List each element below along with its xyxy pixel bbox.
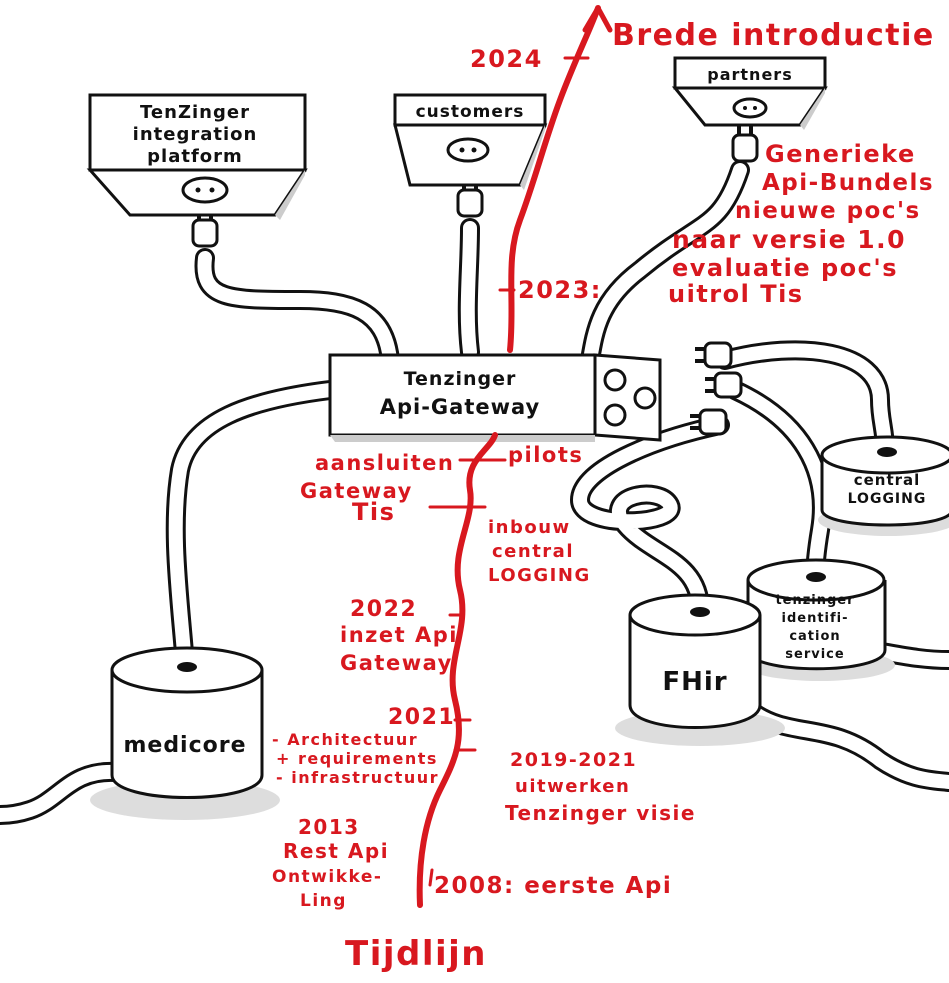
y2021-line-2: - Architectuur <box>272 730 418 749</box>
partners-box: partners <box>671 56 828 130</box>
y2013-line-2: Rest Api <box>283 839 389 863</box>
timeline-pilots: pilots <box>508 443 583 467</box>
medicore-label: medicore <box>123 733 246 758</box>
y2021-line-1: 2021 <box>388 705 455 730</box>
fhir-cylinder: FHir <box>615 593 785 746</box>
timeline-line <box>416 5 613 908</box>
plug-icons <box>191 125 759 436</box>
integration-platform-box: TenZinger integration platform <box>86 93 308 220</box>
fhir-label: FHir <box>662 667 727 697</box>
y2019-line-2: uitwerken <box>515 776 630 797</box>
y2013-line-4: Ling <box>300 891 347 911</box>
socket-icon <box>603 368 627 392</box>
upper-note-6: uitrol Tis <box>668 280 804 308</box>
y2021-line-4: - infrastructuur <box>276 768 439 787</box>
socket-icon <box>181 176 229 204</box>
central-logging-line-1: central <box>854 471 921 489</box>
timeline-title: Tijdlijn <box>345 934 487 974</box>
identification-line-2: identifi- <box>781 611 848 626</box>
socket-icon <box>446 137 490 163</box>
central-logging-line-2: LOGGING <box>848 491 927 507</box>
identification-line-3: cation <box>789 629 840 644</box>
identification-service-cylinder: tenzinger identifi- cation service <box>745 558 895 681</box>
identification-line-1: tenzinger <box>775 593 854 608</box>
timeline-upper-notes: Generieke Api-Bundels nieuwe poc's naar … <box>668 140 934 308</box>
central-logging-cylinder: central LOGGING <box>818 435 949 536</box>
y2021-line-3: + requirements <box>276 749 438 768</box>
y2022-line-1: 2022 <box>350 597 417 622</box>
customers-label: customers <box>416 102 525 122</box>
y2022-line-3: Gateway <box>340 651 453 675</box>
aansluiten-line-1: aansluiten <box>315 451 454 475</box>
timeline-brede-introductie: Brede introductie <box>612 18 935 53</box>
inbouw-line-2: central <box>492 541 574 562</box>
upper-note-4: naar versie 1.0 <box>672 225 906 254</box>
plug-icon <box>731 125 759 163</box>
plug-icon <box>705 371 743 399</box>
y2022-line-2: inzet Api <box>340 623 458 647</box>
inbouw-line-1: inbouw <box>488 517 571 538</box>
partners-label: partners <box>707 65 792 84</box>
upper-note-5: evaluatie poc's <box>672 254 898 282</box>
y2019-line-1: 2019-2021 <box>510 749 637 771</box>
upper-note-2: Api-Bundels <box>762 170 934 196</box>
api-gateway-box: Tenzinger Api-Gateway <box>328 353 662 442</box>
gateway-line-1: Tenzinger <box>404 368 517 390</box>
integration-platform-line-2: integration <box>133 124 258 145</box>
inbouw-line-3: LOGGING <box>488 565 591 586</box>
y2019-line-3: Tenzinger visie <box>505 801 696 825</box>
socket-icon <box>732 97 768 119</box>
plug-icon <box>695 341 733 369</box>
y2013-line-3: Ontwikke- <box>272 867 382 887</box>
arrow-up-icon <box>582 5 613 33</box>
timeline-tis: Tis <box>352 498 395 526</box>
y2013-line-1: 2013 <box>298 815 360 839</box>
upper-note-3: nieuwe poc's <box>735 198 921 224</box>
timeline-2008: 2008: eerste Api <box>434 873 672 899</box>
cables <box>0 160 949 825</box>
plug-icon <box>690 408 728 436</box>
timeline-ticks <box>428 56 590 887</box>
customers-box: customers <box>393 93 548 190</box>
upper-note-1: Generieke <box>765 140 916 168</box>
identification-line-4: service <box>785 647 844 662</box>
socket-icon <box>603 403 627 427</box>
aansluiten-line-2: Gateway <box>300 479 413 503</box>
timeline-2023: 2023: <box>518 276 602 304</box>
integration-platform-line-3: platform <box>147 146 243 167</box>
timeline-2024: 2024 <box>470 45 543 73</box>
medicore-cylinder: medicore <box>90 646 280 820</box>
integration-platform-line-1: TenZinger <box>140 102 250 123</box>
gateway-line-2: Api-Gateway <box>380 395 541 419</box>
socket-icon <box>633 386 657 410</box>
